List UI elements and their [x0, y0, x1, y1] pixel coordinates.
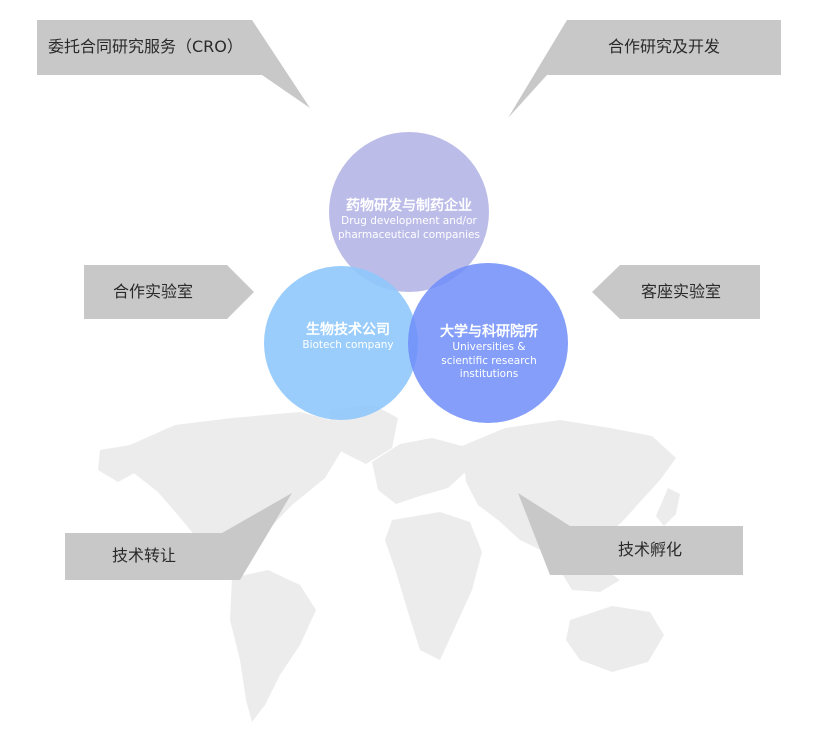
callout-incubation: [518, 493, 743, 575]
circle-biotech: [264, 266, 418, 420]
circle-university: [408, 263, 568, 423]
circle-university-text: 大学与科研院所 Universities & scientific resear…: [440, 323, 538, 382]
circle-pharma-subtitle: Drug development and/or pharmaceutical c…: [338, 215, 480, 241]
callout-co-research: [508, 20, 781, 118]
callout-incubation-label: 技术孵化: [618, 540, 683, 559]
callout-guest-lab: [592, 265, 760, 319]
circle-university-title: 大学与科研院所: [440, 324, 538, 340]
circle-pharma-text: 药物研发与制药企业 Drug development and/or pharma…: [338, 197, 480, 242]
callout-cro-label: 委托合同研究服务（CRO）: [48, 37, 243, 56]
callout-co-research-label: 合作研究及开发: [608, 37, 721, 56]
circle-pharma: [329, 132, 489, 292]
circle-pharma-title: 药物研发与制药企业: [346, 198, 472, 214]
callout-co-lab: [84, 265, 254, 319]
callout-tech-transfer: [65, 493, 292, 580]
callout-guest-lab-label: 客座实验室: [641, 282, 722, 301]
callout-cro: [37, 20, 310, 108]
circle-biotech-subtitle: Biotech company: [302, 339, 394, 351]
circle-biotech-title: 生物技术公司: [306, 322, 390, 338]
callout-co-lab-label: 合作实验室: [113, 282, 194, 301]
callout-tech-transfer-label: 技术转让: [112, 546, 177, 565]
circle-biotech-text: 生物技术公司 Biotech company: [302, 321, 393, 353]
circle-university-subtitle: Universities & scientific research insti…: [441, 341, 537, 380]
